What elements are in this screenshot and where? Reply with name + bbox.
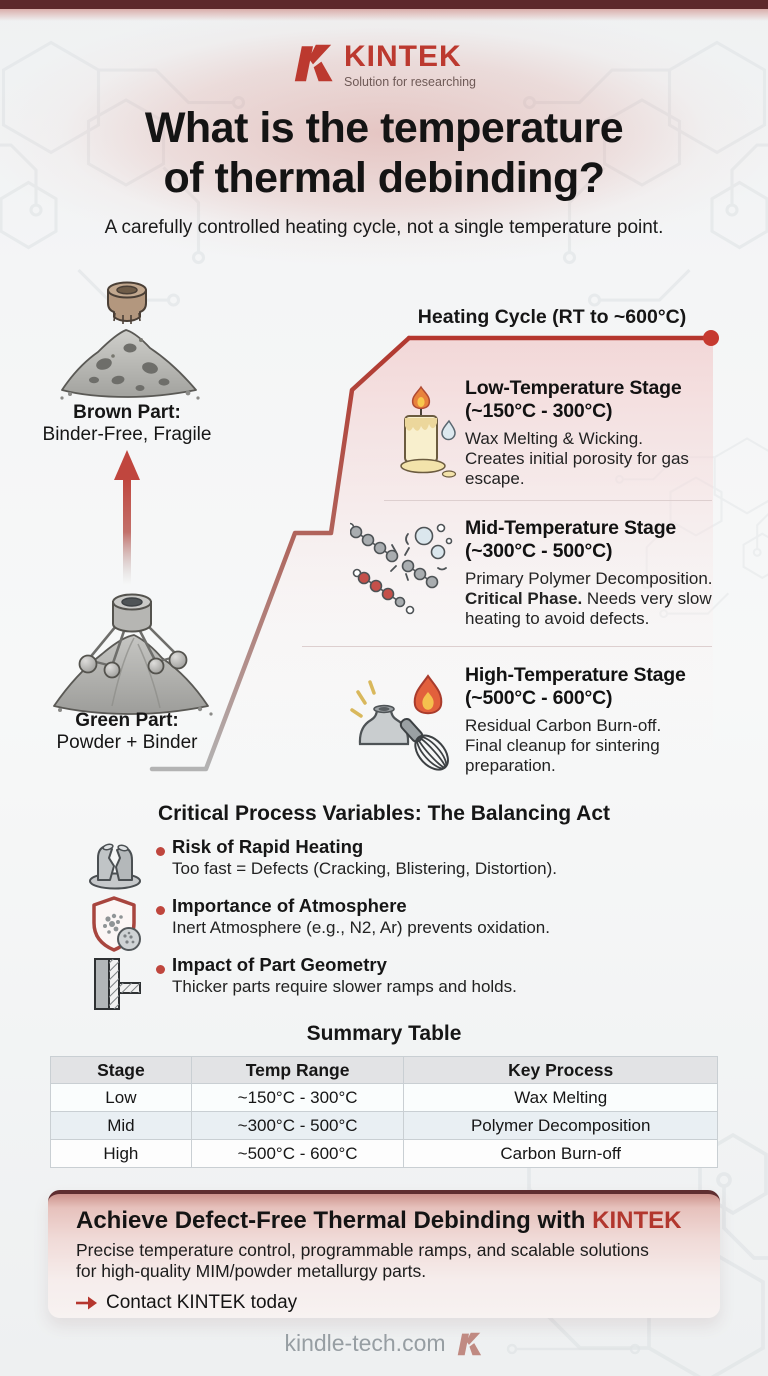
cta-title: Achieve Defect-Free Thermal Debinding wi… xyxy=(76,1207,682,1234)
page-title: What is the temperature of thermal debin… xyxy=(144,104,624,202)
cv-text: Importance of Atmosphere Inert Atmospher… xyxy=(172,895,550,937)
col-header-temp: Temp Range xyxy=(190,1056,405,1084)
col-header-key: Key Process xyxy=(403,1056,718,1084)
brand-tagline: Solution for researching xyxy=(343,75,477,89)
cv-text: Risk of Rapid Heating Too fast = Defects… xyxy=(172,836,557,878)
footer-site[interactable]: kindle-tech.com xyxy=(284,1330,446,1356)
brown-crucible-illustration xyxy=(107,281,147,324)
cta-body: Precise temperature control, programmabl… xyxy=(76,1240,649,1281)
table-row: High ~500°C - 600°C Carbon Burn-off xyxy=(50,1139,718,1168)
kintek-logo-icon xyxy=(294,44,333,82)
cell: Mid xyxy=(50,1111,192,1140)
table-header-row: Stage Temp Range Key Process xyxy=(50,1056,718,1084)
summary-table-title: Summary Table xyxy=(306,1022,462,1045)
title-glow xyxy=(0,0,768,290)
cell: ~150°C - 300°C xyxy=(190,1083,405,1112)
green-part-illustration xyxy=(53,593,213,716)
table-row: Low ~150°C - 300°C Wax Melting xyxy=(50,1083,718,1112)
arrow-icon xyxy=(76,1296,97,1310)
stage-high: High-Temperature Stage(~500°C - 600°C) R… xyxy=(465,664,686,775)
table-row: Mid ~300°C - 500°C Polymer Decomposition xyxy=(50,1111,718,1140)
bullet xyxy=(156,847,165,856)
cell: Low xyxy=(50,1083,192,1112)
stage-low: Low-Temperature Stage(~150°C - 300°C) Wa… xyxy=(465,377,689,488)
stage-divider xyxy=(384,500,712,501)
cell: High xyxy=(50,1139,192,1168)
stage-mid: Mid-Temperature Stage(~300°C - 500°C) Pr… xyxy=(465,517,713,628)
green-part-label: Green Part: Powder + Binder xyxy=(56,710,198,753)
cv-item-rapid-heating: Risk of Rapid Heating Too fast = Defects… xyxy=(0,836,768,896)
cta-box: Achieve Defect-Free Thermal Debinding wi… xyxy=(48,1190,720,1318)
cv-item-geometry: Impact of Part Geometry Thicker parts re… xyxy=(0,954,768,1014)
top-bar xyxy=(0,0,768,9)
summary-table: Stage Temp Range Key Process Low ~150°C … xyxy=(50,1056,718,1168)
bullet xyxy=(156,906,165,915)
polymer-molecule-icon xyxy=(350,522,453,615)
cell: Polymer Decomposition xyxy=(403,1111,718,1140)
candle-icon xyxy=(400,385,457,478)
cv-item-atmosphere: Importance of Atmosphere Inert Atmospher… xyxy=(0,895,768,955)
shield-atmosphere-icon xyxy=(92,896,141,952)
heating-cycle-heading: Heating Cycle (RT to ~600°C) xyxy=(417,306,687,328)
bullet xyxy=(156,965,165,974)
critical-variables-title: Critical Process Variables: The Balancin… xyxy=(157,802,611,825)
cv-text: Impact of Part Geometry Thicker parts re… xyxy=(172,954,517,996)
brown-part-illustration xyxy=(60,329,200,400)
top-bar-fade xyxy=(0,9,768,21)
up-arrow-icon xyxy=(114,450,140,585)
contact-link[interactable]: Contact KINTEK today xyxy=(76,1292,720,1314)
stage-divider xyxy=(302,646,712,647)
brand-logo: KINTEK Solution for researching xyxy=(0,42,768,89)
col-header-stage: Stage xyxy=(50,1056,192,1084)
part-geometry-icon xyxy=(94,958,141,1010)
footer: kindle-tech.com xyxy=(0,1330,768,1357)
page-subtitle: A carefully controlled heating cycle, no… xyxy=(104,217,664,238)
footer-k-icon xyxy=(457,1332,481,1355)
flame-crucible-icon xyxy=(350,674,449,771)
brand-name: KINTEK xyxy=(343,40,462,73)
cell: Carbon Burn-off xyxy=(403,1139,718,1168)
brown-part-label: Brown Part: Binder-Free, Fragile xyxy=(42,402,212,445)
cell: ~500°C - 600°C xyxy=(190,1139,405,1168)
cracked-part-icon xyxy=(89,843,141,890)
cell: ~300°C - 500°C xyxy=(190,1111,405,1140)
cell: Wax Melting xyxy=(403,1083,718,1112)
